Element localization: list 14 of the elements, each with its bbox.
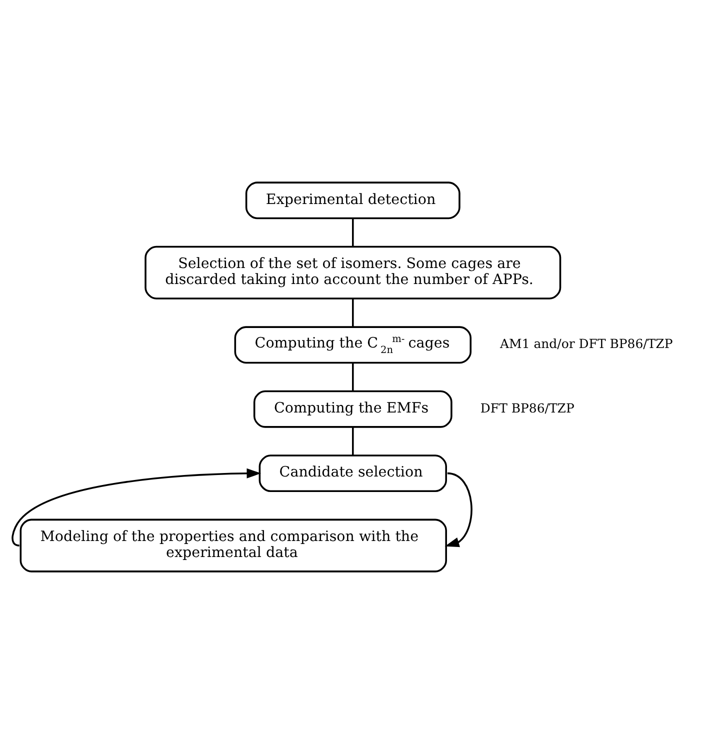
node-box: Modeling of the properties and comparison with the experimental data [20, 518, 447, 572]
node-box: Candidate selection [258, 454, 447, 492]
connector [352, 362, 354, 392]
node-label: DFT BP86/TZP [480, 400, 574, 416]
node-box: Computing the C$_{2n}$$^{m-}$ cages [234, 326, 472, 364]
connector [352, 427, 354, 456]
node-box: Computing the EMFs [253, 390, 452, 428]
connector [352, 298, 354, 327]
connector [352, 218, 354, 247]
node-box: Selection of the set of isomers. Some cages are discarded taking into account the number of APPs. [144, 246, 562, 300]
node-box: Experimental detection [245, 182, 460, 220]
node-label: AM1 and/or DFT BP86/TZP [500, 336, 673, 352]
arrow [12, 468, 262, 546]
arrow [444, 472, 472, 548]
